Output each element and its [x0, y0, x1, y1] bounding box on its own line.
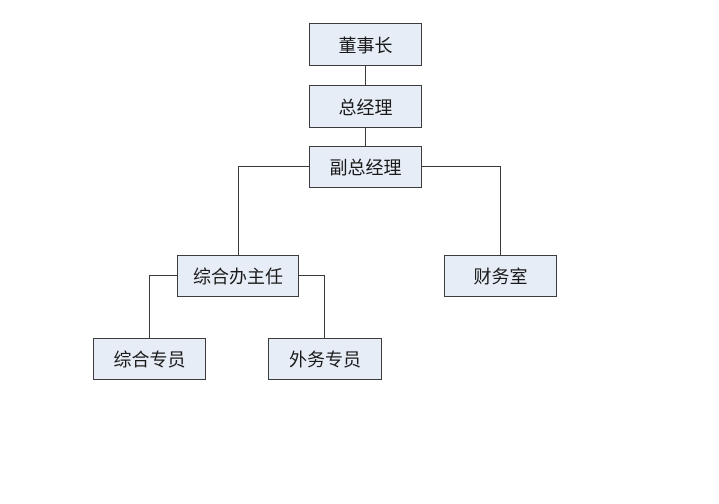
node-label: 综合专员: [113, 350, 186, 371]
connector-admin-head-admin-staff: [149, 275, 177, 338]
node-chairman: 董事长: [309, 23, 422, 66]
node-admin-staff: 综合专员: [93, 338, 206, 380]
node-admin-office-head: 综合办主任: [177, 255, 299, 297]
connector-deputy-admin-head: [238, 166, 309, 255]
node-external-affairs-staff: 外务专员: [268, 338, 382, 380]
node-label: 董事长: [338, 35, 393, 57]
node-label: 财务室: [473, 267, 528, 288]
node-label: 总经理: [338, 97, 393, 119]
node-label: 综合办主任: [193, 267, 283, 288]
node-finance-office: 财务室: [444, 255, 557, 297]
node-label: 外务专员: [289, 350, 361, 371]
node-deputy-general-manager: 副总经理: [309, 146, 422, 188]
connector-deputy-finance: [422, 166, 501, 255]
connector-admin-head-external-staff: [299, 275, 325, 338]
node-label: 副总经理: [329, 158, 402, 179]
node-general-manager: 总经理: [309, 85, 422, 128]
